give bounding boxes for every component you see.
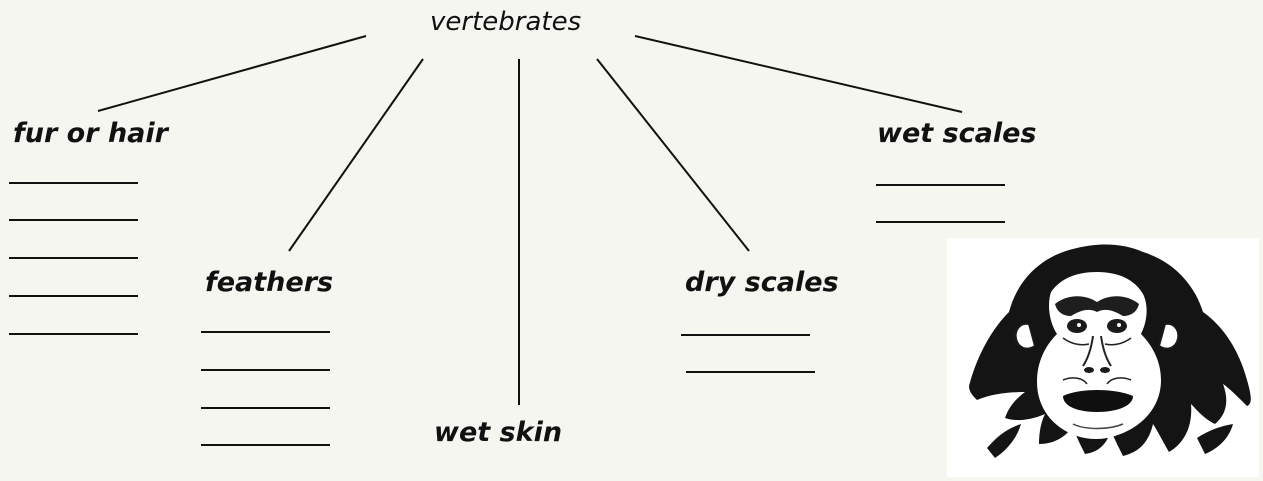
chimpanzee-icon <box>969 244 1251 458</box>
answer-blank[interactable] <box>9 182 138 184</box>
answer-blank[interactable] <box>9 219 138 221</box>
answer-blank[interactable] <box>201 331 330 333</box>
connector-fur <box>97 35 367 112</box>
category-label-wet-skin: wet skin <box>434 417 563 448</box>
answer-blank[interactable] <box>9 295 138 297</box>
answer-blank[interactable] <box>201 407 330 409</box>
connector-feathers <box>288 58 424 252</box>
answer-blank[interactable] <box>876 221 1005 223</box>
connector-dry-scales <box>596 58 750 252</box>
answer-blank[interactable] <box>201 444 330 446</box>
chimpanzee-illustration <box>947 238 1259 477</box>
category-label-dry-scales: dry scales <box>685 267 839 298</box>
answer-blank[interactable] <box>201 369 330 371</box>
root-label: vertebrates <box>430 7 582 37</box>
answer-blank[interactable] <box>9 257 138 259</box>
answer-blank[interactable] <box>876 184 1005 186</box>
category-label-wet-scales: wet scales <box>877 118 1037 149</box>
category-label-feathers: feathers <box>205 267 334 298</box>
category-label-fur: fur or hair <box>13 118 168 149</box>
connector-wet-scales <box>634 35 963 113</box>
answer-blank[interactable] <box>681 334 810 336</box>
answer-blank[interactable] <box>9 333 138 335</box>
answer-blank[interactable] <box>686 371 815 373</box>
